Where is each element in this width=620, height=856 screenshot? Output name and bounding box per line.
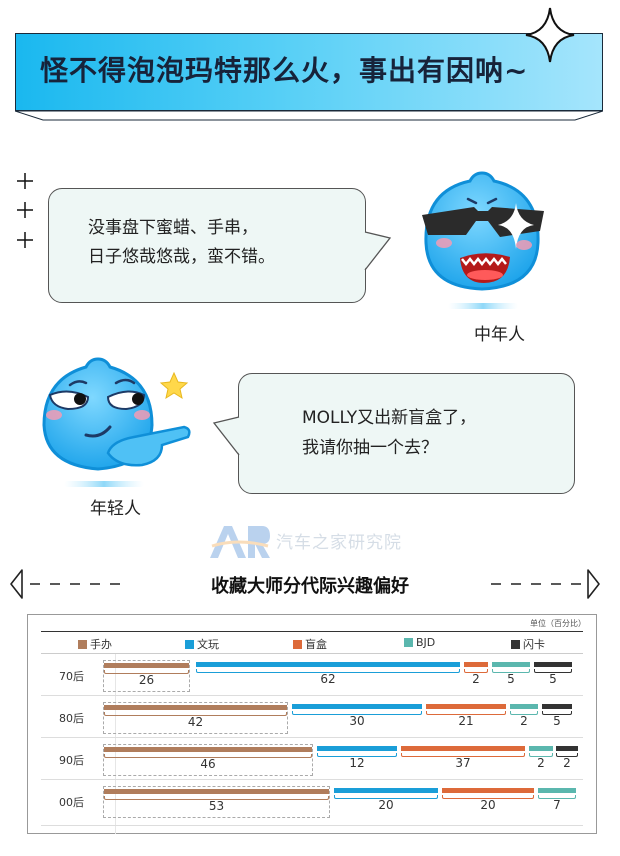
chart-row-00s: 00后 53 20 20 7: [41, 780, 583, 826]
plus-icon: [17, 173, 33, 189]
legend-label: 盲盒: [305, 638, 327, 651]
legend-label: 闪卡: [523, 638, 545, 651]
divider: [41, 779, 583, 780]
page-title: 怪不得泡泡玛特那么火，事出有因呐~: [40, 54, 529, 87]
plus-icon: [17, 232, 33, 248]
chart-row-80s: 80后 42 30 21 2 5: [41, 696, 583, 738]
bar-segment: 37: [401, 746, 525, 776]
divider: [41, 695, 583, 696]
legend-label: BJD: [416, 636, 436, 649]
row-label: 80后: [59, 712, 84, 725]
legend-swatch: [293, 639, 302, 649]
row-label: 00后: [59, 796, 84, 809]
row-label: 70后: [59, 670, 84, 683]
legend-item: 文玩: [185, 636, 219, 652]
divider: [41, 825, 583, 826]
header-banner: [15, 33, 603, 111]
chart-legend: 手办 文玩 盲盒 BJD 闪卡: [41, 634, 583, 654]
legend-swatch: [78, 639, 87, 649]
legend-swatch: [185, 639, 194, 649]
bubble-tail: [212, 416, 240, 456]
legend-swatch: [511, 639, 520, 649]
legend-item: BJD: [404, 636, 435, 649]
bar-segment: 5: [534, 662, 572, 692]
divider: [41, 737, 583, 738]
divider: [41, 631, 583, 632]
plus-icon: [17, 202, 33, 218]
watermark: 汽车之家研究院: [208, 524, 418, 560]
bar-segment: 21: [426, 704, 506, 734]
bar-segment: 12: [317, 746, 397, 776]
right-arrow-deco-icon: [491, 569, 600, 599]
bar-segment: 46: [103, 744, 313, 776]
bar-segment: 20: [442, 788, 534, 818]
bar-segment: 26: [103, 660, 190, 692]
speaker-label: 中年人: [474, 325, 525, 345]
legend-label: 文玩: [197, 638, 219, 651]
bar-segment: 7: [538, 788, 576, 818]
section-title: 收藏大师分代际兴趣偏好: [211, 576, 409, 597]
bar-segment: 5: [492, 662, 530, 692]
row-label: 90后: [59, 754, 84, 767]
bar-segment: 62: [196, 662, 460, 692]
bar-segment: 2: [556, 746, 578, 776]
bubble-line: 日子悠哉悠哉，蛮不错。: [88, 247, 275, 267]
sparkle-icon: [525, 7, 575, 63]
watermark-text: 汽车之家研究院: [276, 533, 402, 553]
speaker-label: 年轻人: [90, 499, 141, 519]
legend-swatch: [404, 638, 413, 647]
legend-item: 盲盒: [293, 636, 327, 652]
speech-bubble-young: [238, 373, 575, 494]
banner-3d-edge: [15, 111, 603, 121]
bar-segment: 53: [103, 786, 330, 818]
bar-segment: 2: [464, 662, 488, 692]
bubble-line: 我请你抽一个去？: [302, 438, 438, 458]
speech-bubble-middle-aged: [48, 188, 366, 303]
legend-item: 闪卡: [511, 636, 545, 652]
bubble-tail: [364, 231, 392, 271]
bar-segment: 2: [510, 704, 538, 734]
middle-aged-avatar: [422, 171, 544, 309]
unit-label: 单位（百分比）: [530, 619, 586, 628]
bar-segment: 2: [529, 746, 553, 776]
bubble-line: MOLLY又出新盲盒了，: [302, 408, 477, 428]
chart-container: 单位（百分比） 手办 文玩 盲盒 BJD 闪卡 70后 26 62 2 5 5 …: [27, 614, 597, 834]
bar-segment: 20: [334, 788, 438, 818]
bubble-line: 没事盘下蜜蜡、手串，: [88, 218, 258, 238]
divider: [41, 653, 583, 654]
chart-row-70s: 70后 26 62 2 5 5: [41, 654, 583, 696]
chart-row-90s: 90后 46 12 37 2 2: [41, 738, 583, 780]
bar-segment: 30: [292, 704, 422, 734]
bar-segment: 42: [103, 702, 288, 734]
bar-segment: 5: [542, 704, 572, 734]
legend-item: 手办: [78, 636, 112, 652]
legend-label: 手办: [90, 638, 112, 651]
young-avatar: [42, 357, 191, 487]
left-arrow-deco-icon: [10, 569, 120, 599]
ar-logo-icon: [210, 526, 270, 558]
